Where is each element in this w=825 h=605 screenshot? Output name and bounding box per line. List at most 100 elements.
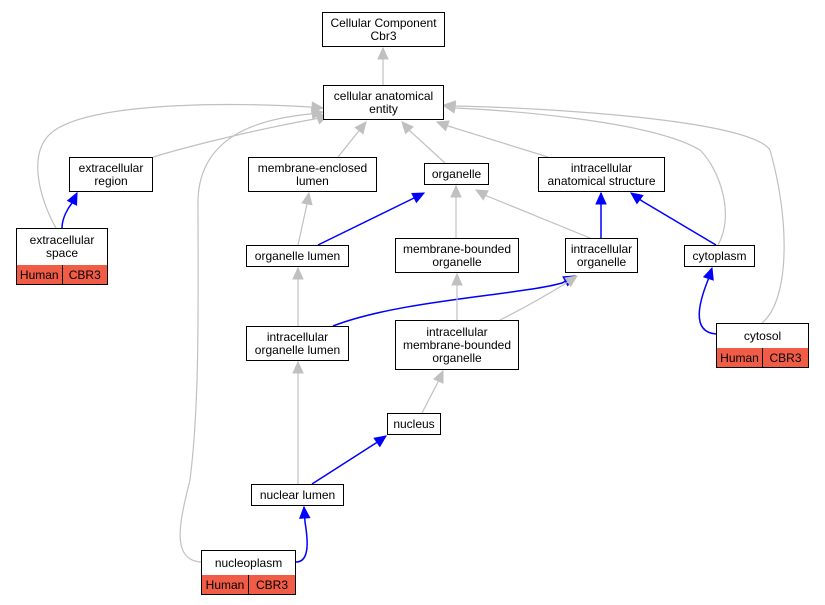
- edge-is-a-intracellular-membrane-bounded-organelle-to-membrane-bounded-organelle: [451, 272, 463, 320]
- species-cell: Human: [17, 265, 62, 284]
- node-intracellular-anatomical-structure[interactable]: intracellular anatomical structure: [538, 157, 665, 192]
- annotation-row: Human CBR3: [202, 575, 295, 594]
- node-organelle[interactable]: organelle: [424, 163, 489, 185]
- species-cell: Human: [202, 575, 248, 594]
- node-label-line: nucleus: [393, 416, 435, 431]
- node-nucleoplasm[interactable]: nucleoplasm Human CBR3: [201, 550, 296, 595]
- node-label-line: intracellular: [570, 241, 633, 256]
- gene-node-label: cytosol: [717, 324, 808, 349]
- edge-line: [443, 105, 726, 246]
- arrowhead: [373, 435, 387, 448]
- edge-part-of-nucleoplasm-to-nuclear-lumen: [295, 505, 311, 563]
- edge-is-a-organelle-lumen-to-membrane-enclosed-lumen: [297, 191, 313, 246]
- node-label-line: membrane-bounded: [402, 241, 512, 256]
- node-label-line: intracellular: [570, 160, 633, 175]
- arrowhead: [630, 192, 644, 205]
- edge-line: [698, 267, 717, 335]
- annotation-row: Human CBR3: [717, 348, 808, 367]
- arrowhead: [474, 189, 489, 201]
- node-intracellular-organelle-lumen[interactable]: intracellular organelle lumen: [246, 326, 349, 361]
- node-label-line: intracellular: [266, 329, 329, 344]
- node-label-line: membrane-bounded: [402, 337, 512, 352]
- arrowhead: [301, 191, 313, 206]
- node-nuclear-lumen[interactable]: nuclear lumen: [251, 484, 344, 506]
- edge-is-a-nucleoplasm-to-cae: [179, 108, 325, 563]
- arrowhead: [442, 100, 456, 112]
- node-label-line: lumen: [296, 173, 329, 188]
- node-cytoplasm[interactable]: cytoplasm: [684, 245, 755, 267]
- edge-is-a-membrane-bounded-organelle-to-organelle: [450, 184, 462, 238]
- edge-layer: [37, 46, 785, 563]
- gene-cell: CBR3: [762, 348, 808, 367]
- arrowhead: [702, 266, 714, 281]
- node-label-line: cellular anatomical: [333, 88, 434, 103]
- species-cell: Human: [717, 348, 762, 367]
- node-organelle-lumen[interactable]: organelle lumen: [246, 245, 349, 267]
- arrowhead: [299, 505, 311, 519]
- arrowhead: [377, 46, 389, 60]
- node-label-line: organelle: [431, 166, 482, 181]
- edge-is-a-nucleus-to-intracellular-membrane-bounded-organelle: [421, 369, 444, 414]
- gene-cell: CBR3: [61, 265, 107, 284]
- edge-part-of-nuclear-lumen-to-nucleus: [311, 435, 387, 485]
- node-label-line: space: [45, 246, 79, 260]
- node-extracellular-space[interactable]: extracellular space Human CBR3: [16, 228, 108, 285]
- edge-is-a-intracellular-organelle-to-organelle: [474, 189, 591, 239]
- node-nucleus[interactable]: nucleus: [387, 413, 441, 435]
- arrowhead: [451, 272, 463, 286]
- arrowhead: [435, 120, 450, 132]
- arrowhead: [292, 266, 304, 280]
- arrowhead: [450, 184, 462, 198]
- node-membrane-bounded-organelle[interactable]: membrane-bounded organelle: [395, 238, 519, 273]
- node-label-line: Cbr3: [370, 28, 397, 43]
- node-label-line: region: [94, 173, 128, 188]
- node-label-line: organelle lumen: [254, 342, 341, 357]
- edge-line: [37, 103, 324, 229]
- node-intracellular-membrane-bounded-organelle[interactable]: intracellular membrane-bounded organelle: [395, 320, 519, 370]
- edge-is-a-cytosol-to-cae: [442, 100, 785, 324]
- edge-line: [152, 114, 329, 158]
- edge-line: [443, 104, 785, 324]
- node-intracellular-organelle[interactable]: intracellular organelle: [565, 238, 638, 273]
- node-label-line: cytoplasm: [692, 248, 747, 263]
- edge-is-a-nuclear-lumen-to-intracellular-organelle-lumen: [292, 360, 304, 484]
- arrowhead: [401, 121, 414, 135]
- node-label-line: extracellular: [29, 233, 95, 247]
- edge-part-of-cytosol-to-cytoplasm: [698, 266, 717, 335]
- node-label-line: anatomical structure: [547, 173, 656, 188]
- edge-line: [332, 275, 576, 327]
- node-label-line: Cellular Component: [330, 15, 437, 30]
- edge-part-of-extracellular-space-to-extracellular-region: [61, 191, 78, 229]
- node-label-line: cytosol: [743, 328, 782, 343]
- gene-cell: CBR3: [248, 575, 295, 594]
- node-cellular-anatomical-entity[interactable]: cellular anatomical entity: [323, 85, 444, 120]
- edge-part-of-organelle-lumen-to-organelle: [317, 192, 426, 246]
- edge-is-a-intracellular-anatomical-structure-to-cae: [435, 120, 549, 158]
- node-label-line: nuclear lumen: [259, 487, 336, 502]
- node-label-line: organelle lumen: [254, 248, 341, 263]
- node-cellular-component-cbr3[interactable]: Cellular Component Cbr3: [322, 12, 445, 47]
- node-label-line: organelle: [432, 254, 482, 269]
- node-extracellular-region[interactable]: extracellular region: [69, 157, 153, 192]
- arrowhead: [292, 360, 304, 374]
- edge-line: [499, 275, 578, 321]
- arrowhead: [411, 192, 426, 204]
- node-label-line: entity: [369, 101, 398, 116]
- arrowhead: [310, 108, 325, 120]
- node-label-line: intracellular: [426, 324, 488, 339]
- node-membrane-enclosed-lumen[interactable]: membrane-enclosed lumen: [248, 157, 377, 192]
- gene-node-label: extracellular space: [17, 229, 107, 266]
- node-label-line: membrane-enclosed: [257, 160, 368, 175]
- edge-is-a-intracellular-organelle-lumen-to-organelle-lumen: [292, 266, 304, 326]
- node-cytosol[interactable]: cytosol Human CBR3: [716, 323, 809, 368]
- node-label-line: extracellular: [78, 160, 144, 175]
- arrowhead: [564, 275, 579, 288]
- edge-part-of-intracellular-organelle-to-intracellular-anatomical-structure: [595, 191, 607, 238]
- annotation-row: Human CBR3: [17, 265, 107, 284]
- edge-line: [295, 506, 308, 563]
- node-label-line: organelle: [432, 350, 482, 365]
- arrowhead: [66, 191, 78, 206]
- edge-line: [475, 189, 591, 239]
- edge-line: [630, 192, 717, 246]
